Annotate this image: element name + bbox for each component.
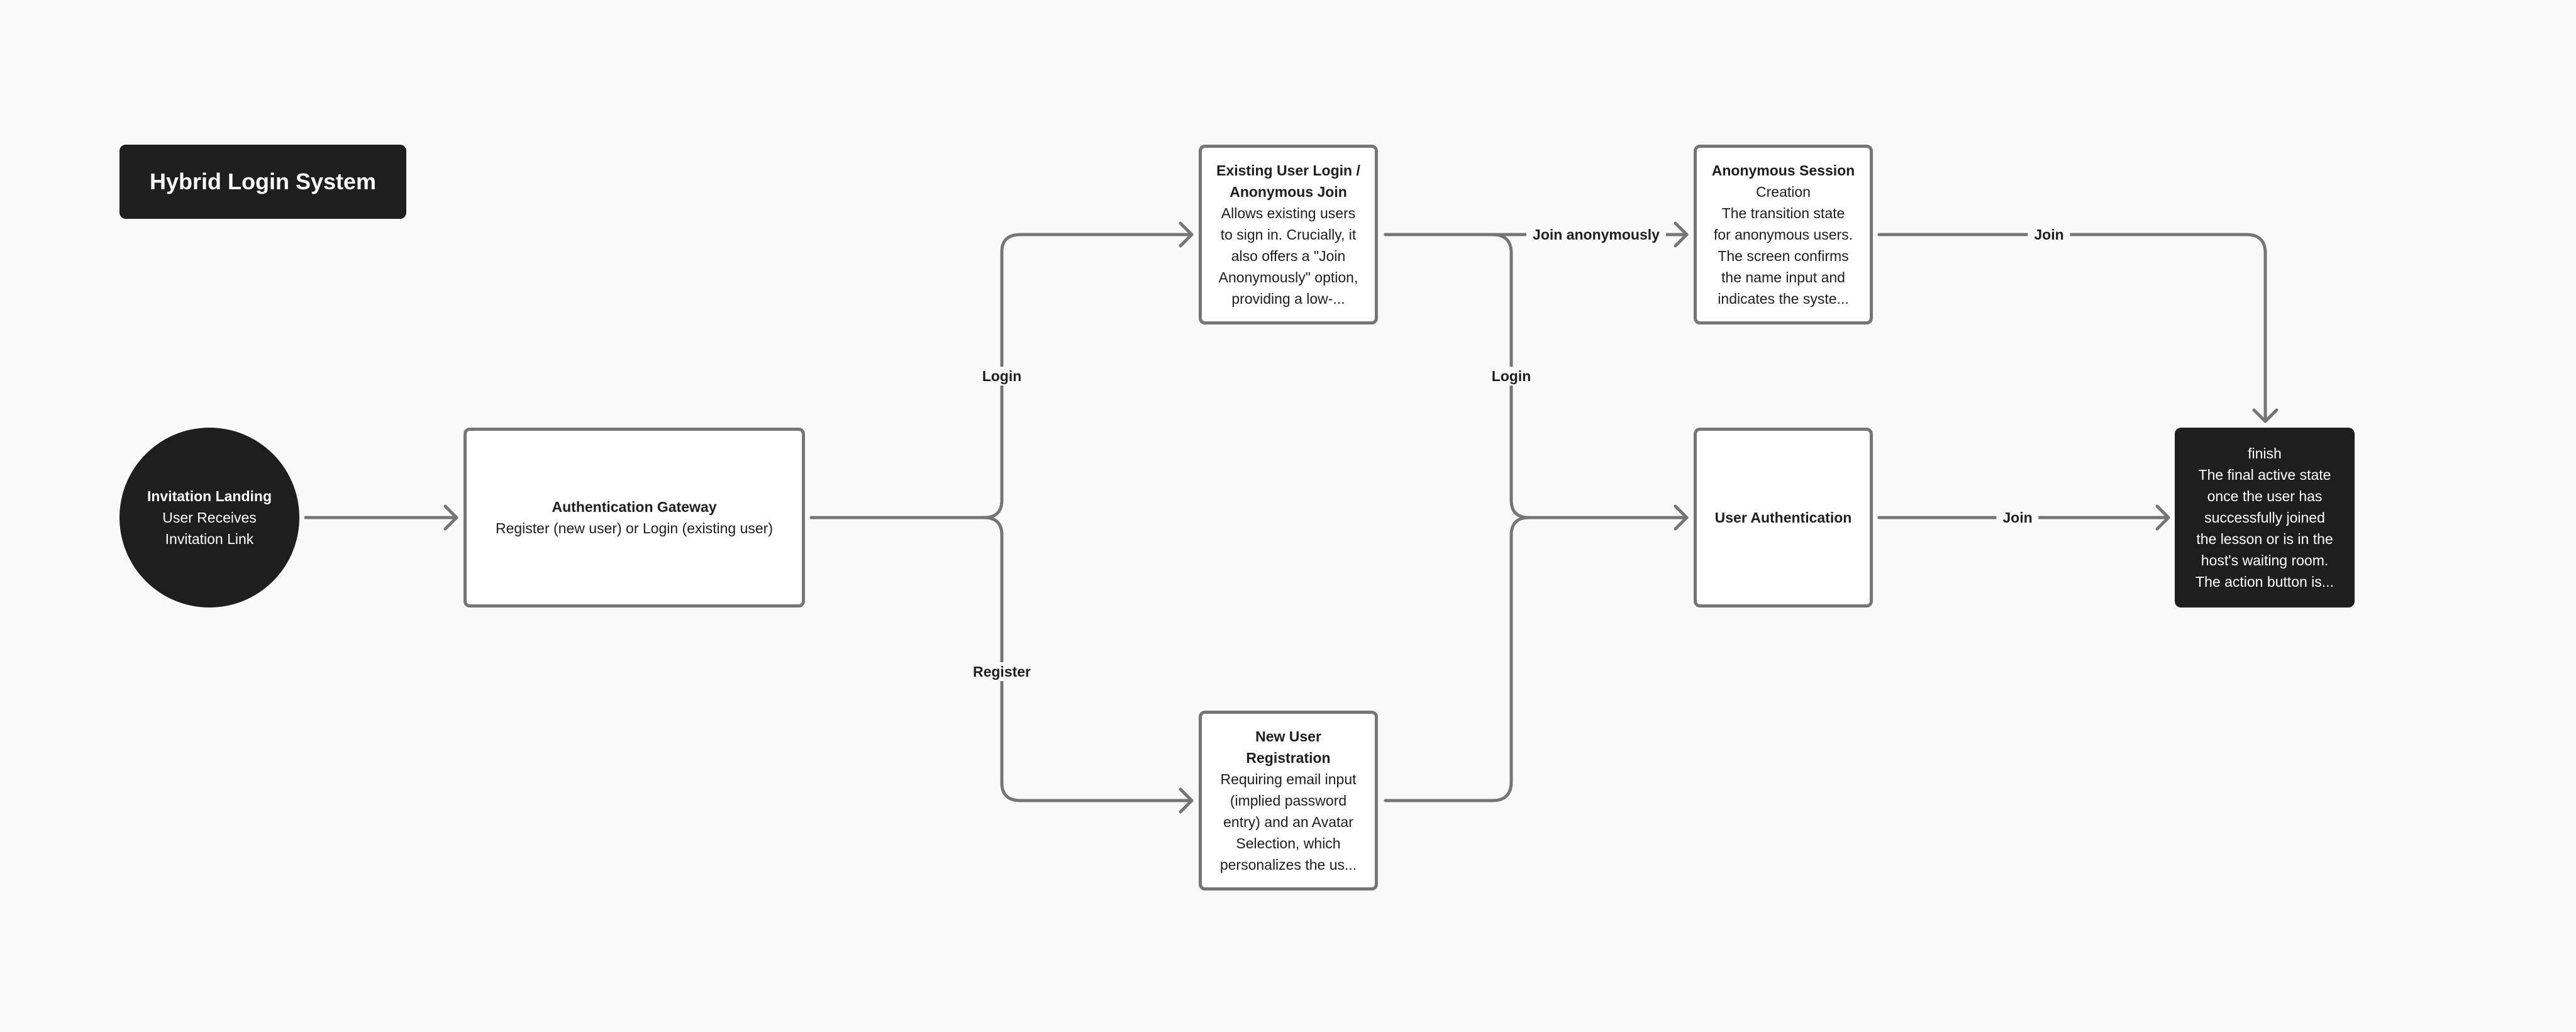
edge-label-join: Join [2028, 225, 2070, 244]
authentication-gateway-node: Authentication Gateway Register (new use… [464, 428, 805, 608]
user-authentication-node: User Authentication [1694, 428, 1873, 608]
node-body-line: The final active state [2198, 467, 2331, 483]
node-body-line: Requiring email input [1220, 771, 1357, 787]
node-title: User Authentication [1714, 509, 1852, 526]
node-body-line: host's waiting room. [2201, 552, 2329, 569]
node-body-line: The action button is... [2196, 574, 2334, 590]
new-user-registration-node: New User Registration Requiring email in… [1199, 711, 1378, 891]
arrowhead [1674, 504, 1689, 531]
node-body-line: once the user has [2207, 488, 2323, 504]
edge-register-to-auth [1384, 516, 1531, 802]
edge-label-login: Login [1485, 367, 1538, 386]
arrowhead [443, 504, 458, 531]
diagram-title: Hybrid Login System [119, 145, 406, 219]
node-body-line: Allows existing users [1221, 205, 1356, 221]
node-title: Invitation Landing [147, 488, 272, 504]
node-body-line: the lesson or is in the [2196, 531, 2333, 547]
node-body-line: The screen confirms [1718, 248, 1849, 264]
node-body-line: entry) and an Avatar [1223, 814, 1353, 830]
edge-label-login: Login [975, 367, 1028, 386]
edge-label-join: Join [1996, 508, 2039, 527]
node-title: New User [1255, 728, 1321, 745]
anonymous-session-node: Anonymous Session Creation The transitio… [1694, 145, 1873, 325]
edge-anonymous-to-finish [1877, 233, 2267, 423]
arrowhead [1674, 221, 1689, 248]
node-body-line: for anonymous users. [1713, 226, 1853, 243]
node-body-line: finish [2248, 445, 2282, 462]
edge-label-join-anonymously: Join anonymously [1526, 225, 1666, 244]
arrowhead [1179, 787, 1194, 814]
node-body-line: (implied password [1230, 792, 1347, 809]
node-title: Registration [1246, 750, 1331, 766]
existing-user-login-node: Existing User Login / Anonymous Join All… [1199, 145, 1378, 325]
node-body-line: Anonymously" option, [1218, 269, 1358, 286]
finish-node: finish The final active state once the u… [2175, 428, 2355, 608]
node-body-line: providing a low-... [1231, 291, 1345, 307]
node-body-line: User Receives [162, 509, 257, 526]
node-body-line: Register (new user) or Login (existing u… [495, 520, 773, 536]
node-title: Existing User Login / [1216, 162, 1360, 179]
node-body-line: Invitation Link [165, 531, 254, 547]
node-title: Anonymous Session [1711, 162, 1855, 179]
arrowhead [1179, 221, 1194, 248]
edge-label-register: Register [966, 662, 1038, 681]
edge-gateway-to-register [982, 516, 1194, 802]
node-body-line: The transition state [1721, 205, 1845, 221]
node-title: Authentication Gateway [552, 499, 717, 515]
node-body-line: indicates the syste... [1718, 291, 1849, 307]
invitation-landing-node: Invitation Landing User Receives Invitat… [119, 428, 299, 608]
node-body-line: the name input and [1721, 269, 1845, 286]
arrowhead [2252, 408, 2279, 423]
node-body-line: Creation [1756, 184, 1811, 200]
node-body-line: to sign in. Crucially, it [1220, 226, 1357, 243]
node-title: Anonymous Join [1230, 184, 1347, 200]
arrowhead [2155, 504, 2170, 531]
node-body-line: successfully joined [2204, 509, 2325, 526]
node-body-line: Selection, which [1236, 835, 1341, 852]
node-body-line: also offers a "Join [1231, 248, 1346, 264]
node-body-line: personalizes the us... [1219, 857, 1357, 873]
